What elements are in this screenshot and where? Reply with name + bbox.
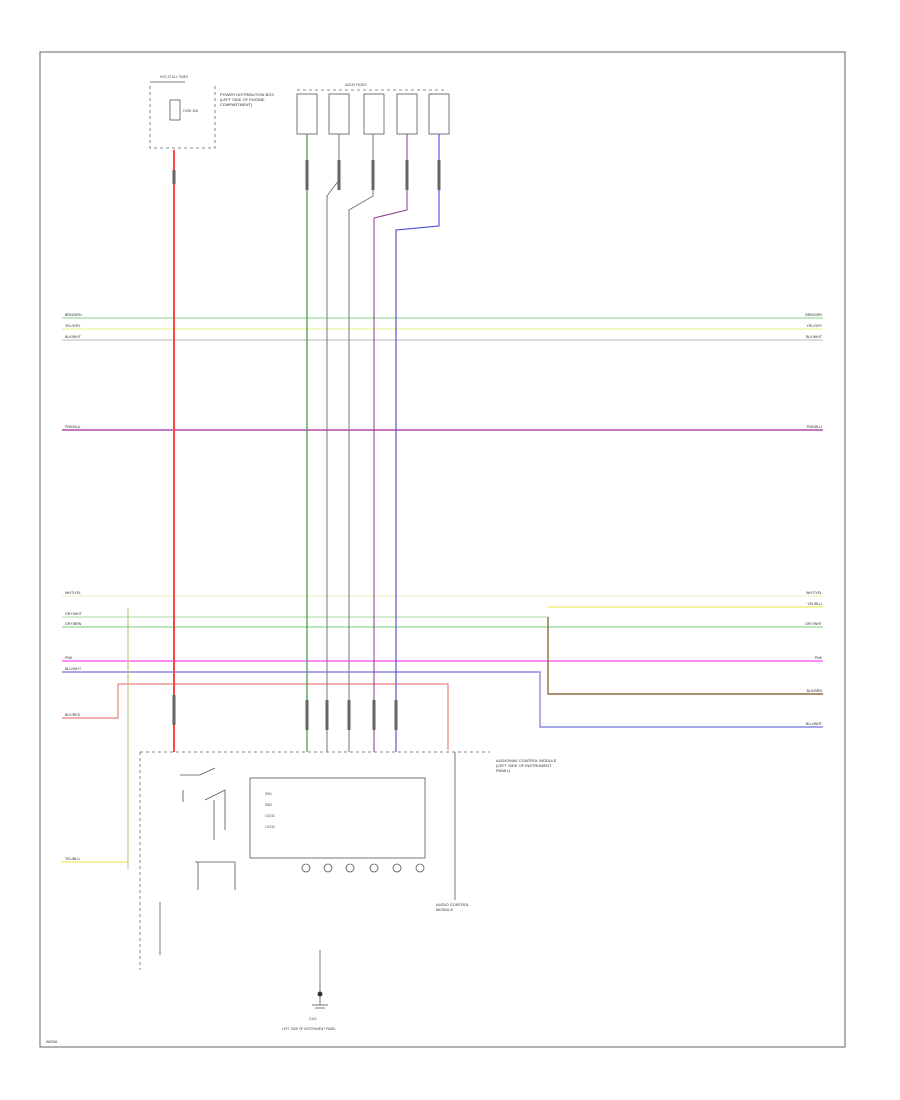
left-label-4: WHT/YEL — [65, 591, 81, 595]
left-label-6: GRY/BRN — [65, 622, 82, 626]
right-label-5: YEL/BLU — [807, 602, 822, 606]
wire-blu-wht — [62, 671, 823, 728]
left-wire-labels: BRN/GRN YEL/GRY BLK/WHT PNK/BLU WHT/YEL … — [65, 313, 83, 861]
horizontal-wires — [62, 317, 823, 863]
connector-marks — [172, 160, 441, 730]
right-label-0: BRN/GRN — [805, 313, 822, 317]
module-logic-box — [249, 777, 426, 859]
power-distribution-box: HOT AT ALL TIMES FUSE 30A POWER DISTRIBU… — [149, 75, 275, 149]
left-label-1: YEL/GRY — [65, 324, 81, 328]
page-id: W0036 — [46, 1040, 57, 1044]
fuse-block-title: AUDIO FUSES — [345, 83, 367, 87]
module-note: AUDIO/NAV CONTROL MODULE (LEFT SIDE OF I… — [496, 758, 557, 773]
left-label-0: BRN/GRN — [65, 313, 82, 317]
left-label-8: BLU/WHT — [65, 667, 82, 671]
wire-violet — [373, 134, 408, 752]
right-label-2: BLK/WHT — [806, 335, 823, 339]
right-label-7: PNK — [815, 656, 823, 660]
right-label-6: GRY/WHT — [805, 622, 823, 626]
ground-label: G101 — [309, 1017, 317, 1021]
right-label-4: WHT/YEL — [806, 591, 822, 595]
wire-blk-red — [62, 683, 449, 750]
audio-fuse-block: AUDIO FUSES — [296, 83, 450, 135]
ground-note: LEFT SIDE OF INSTRUMENT PANEL — [282, 1027, 336, 1031]
module-side-note: AUDIO CONTROL MODULE — [436, 902, 470, 912]
left-label-10: YEL/BLU — [65, 857, 80, 861]
wire-blue — [395, 134, 440, 752]
diagram-frame — [39, 51, 846, 1048]
left-label-5: GRY/WHT — [65, 612, 83, 616]
power-box-note: POWER DISTRIBUTION BOX (LEFT SIDE OF ENG… — [220, 92, 275, 107]
right-label-9: BLU/WHT — [806, 722, 823, 726]
control-module: SW1 SW2 LOGIC LOGIC AUDIO/NAV CONTROL MO… — [139, 751, 557, 970]
power-box-fuse: FUSE 30A — [183, 109, 199, 113]
right-label-3: PNK/BLU — [807, 425, 823, 429]
module-row-3: LOGIC — [265, 814, 276, 818]
right-wire-labels: BRN/GRN YEL/GRY BLK/WHT PNK/BLU WHT/YEL … — [805, 313, 823, 726]
left-label-7: PNK — [65, 656, 73, 660]
wire-gray-1 — [326, 134, 340, 752]
power-box-title: HOT AT ALL TIMES — [160, 75, 188, 79]
vertical-wires — [127, 134, 440, 870]
left-label-2: BLK/WHT — [65, 335, 82, 339]
module-row-2: SW2 — [265, 803, 272, 807]
module-row-4: LOGIC — [265, 825, 276, 829]
wire-yel-blu-left — [62, 608, 129, 863]
ground-point: G101 LEFT SIDE OF INSTRUMENT PANEL — [282, 950, 336, 1031]
wire-gray-2 — [348, 134, 374, 752]
left-label-9: BLK/RED — [65, 713, 81, 717]
left-label-3: PNK/BLU — [65, 425, 81, 429]
right-label-8: BLK/BRN — [807, 689, 823, 693]
wire-blk-brn — [547, 617, 823, 695]
right-label-1: YEL/GRY — [806, 324, 822, 328]
fuse-symbol — [169, 99, 181, 121]
module-row-1: SW1 — [265, 792, 272, 796]
